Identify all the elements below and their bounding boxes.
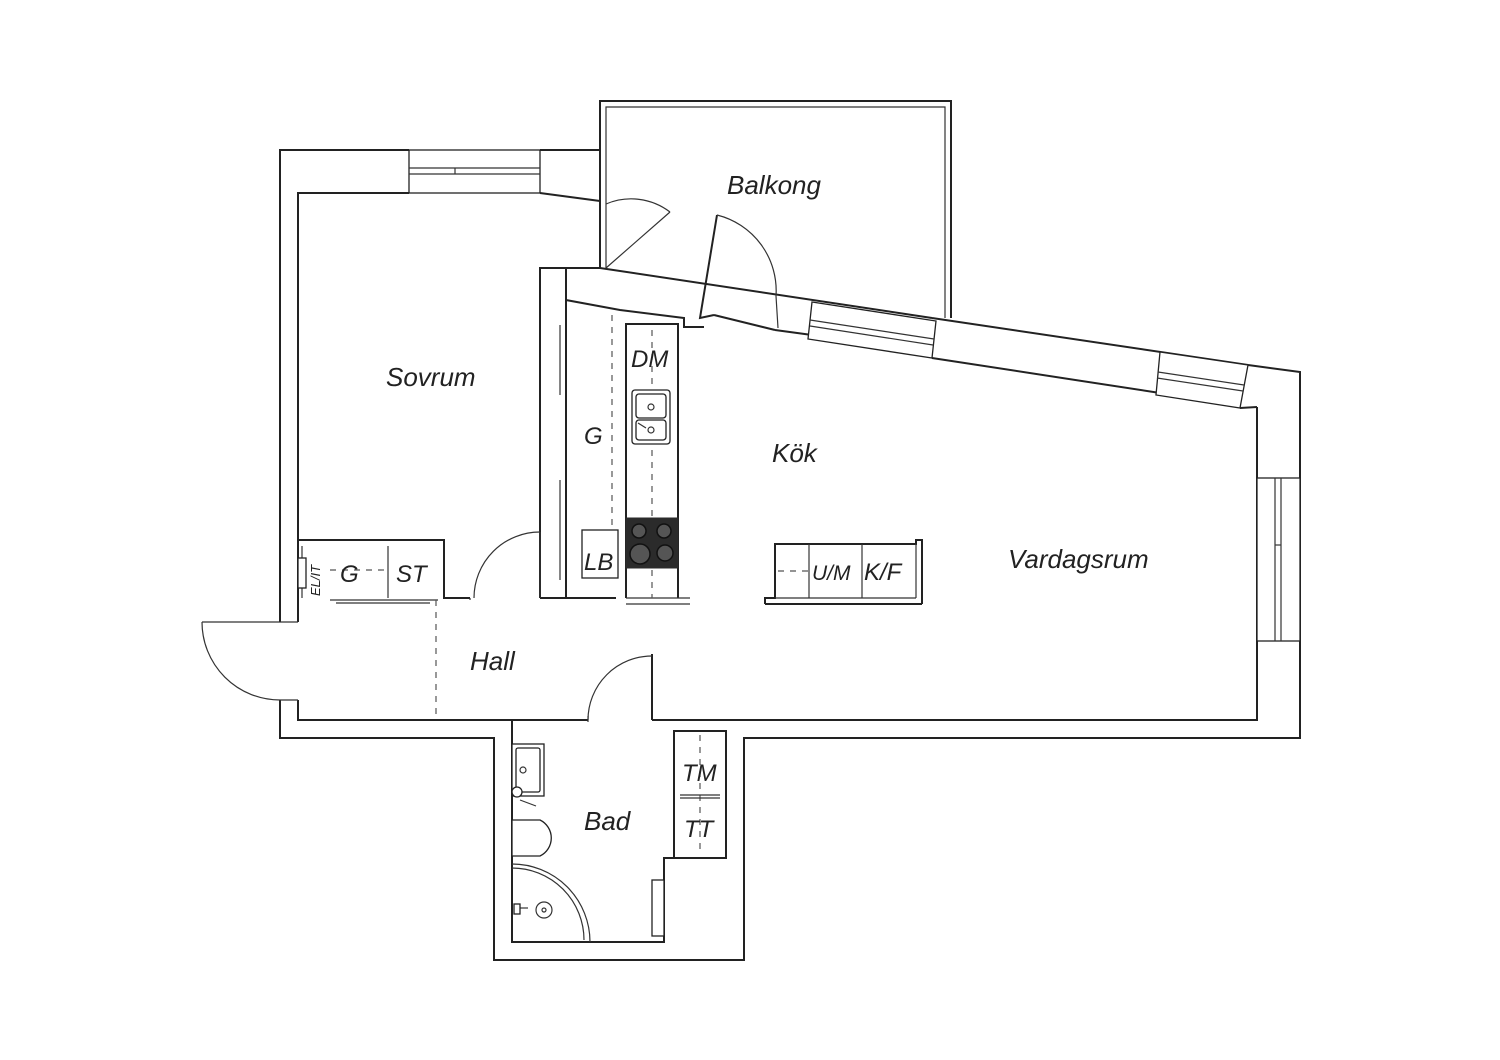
stove [625,517,679,569]
outer-walls [279,149,1301,961]
room-label-vardagsrum: Vardagsrum [1008,544,1149,574]
fixture-label-g-hall: G [340,561,359,588]
room-label-bad: Bad [584,806,632,836]
door-living-balcony [698,214,779,329]
room-label-sovrum: Sovrum [386,362,476,392]
fixture-label-tt: TT [684,816,716,843]
window-bedroom [408,149,541,194]
window-living-top [1155,351,1249,409]
room-label-kok: Kök [772,438,819,468]
fixture-label-um: U/M [812,562,851,585]
sink [631,389,671,445]
kitchen-counter [625,323,690,605]
bedroom-partition [298,267,704,599]
hall-wardrobe [297,546,438,720]
balcony [599,100,952,318]
front-door [201,621,298,701]
fixture-label-st: ST [396,561,429,588]
fixture-label-g-kitchen: G [584,423,603,450]
window-living-right [1256,477,1301,642]
door-bedroom-balcony [605,198,671,269]
room-label-balkong: Balkong [727,170,821,200]
room-label-hall: Hall [470,646,516,676]
fixture-label-dm: DM [631,346,668,373]
bathroom [511,654,727,943]
fixture-label-tm: TM [682,760,717,787]
lb-closet [581,529,619,579]
kitchen-island [764,539,923,605]
fixture-label-elit: EL/IT [308,564,323,596]
fixture-label-kf: K/F [864,559,903,586]
fixture-label-lb: LB [584,549,613,576]
window-kitchen [807,301,937,359]
door-bedroom [469,531,541,600]
